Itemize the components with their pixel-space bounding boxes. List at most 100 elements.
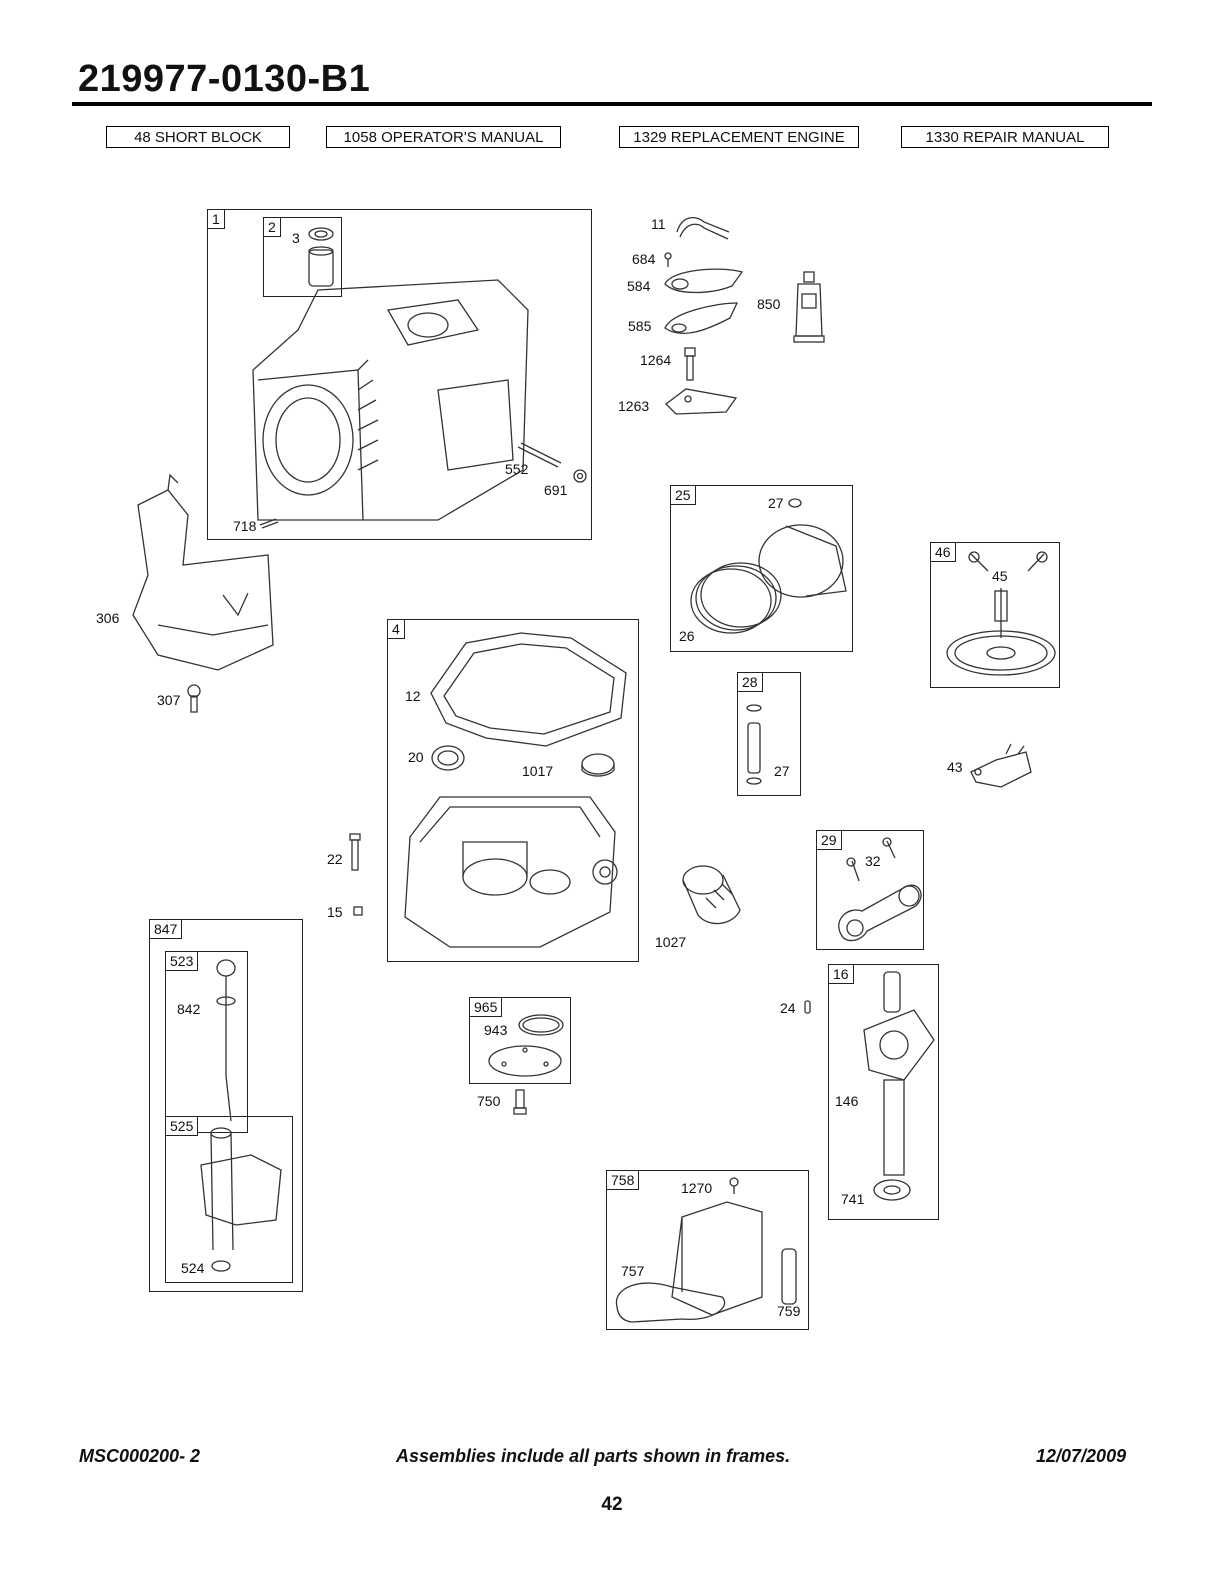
frame-tag: 525: [165, 1116, 199, 1136]
frame-dipstick-tube: 525 524: [165, 1116, 293, 1283]
bolt-drawing: [349, 833, 361, 871]
oil-filter-drawing: [682, 865, 741, 925]
frame-dipstick-assembly: 847 523 842 525 524: [149, 919, 303, 1292]
sleeve-drawing: [308, 227, 334, 287]
frame-tag: 847: [149, 919, 183, 939]
frame-connecting-rod: 29 32: [816, 830, 924, 950]
housing-drawing: [615, 1201, 797, 1323]
breather-cover-drawing: [664, 268, 744, 294]
cover-plate-drawing: [488, 1045, 562, 1077]
part-label: 684: [632, 251, 656, 267]
part-label: 146: [835, 1093, 859, 1109]
part-label: 718: [233, 518, 257, 534]
frame-tag: 758: [606, 1170, 640, 1190]
sealant-tube-drawing: [793, 271, 825, 343]
part-label: 691: [544, 482, 568, 498]
part-label: 20: [408, 749, 424, 765]
fitting-drawing: [513, 1089, 527, 1115]
footer-date: 12/07/2009: [1036, 1446, 1127, 1466]
frame-gasket-cover: 965 943: [469, 997, 571, 1084]
washer-drawing: [573, 469, 587, 483]
part-label: 759: [777, 1303, 801, 1319]
page-number: 42: [601, 1494, 623, 1515]
title-rule: [72, 102, 1152, 106]
footer-doc-id: MSC000200- 2: [79, 1446, 201, 1466]
part-label: 757: [621, 1263, 645, 1279]
plug-drawing: [581, 753, 615, 777]
part-label: 750: [477, 1093, 501, 1109]
frame-tag: 46: [930, 542, 956, 562]
frame-governor-assembly: 46 45: [930, 542, 1060, 688]
frame-tag: 4: [387, 619, 405, 639]
part-label: 741: [841, 1191, 865, 1207]
bolt-drawing: [684, 347, 696, 381]
cylinder-block-drawing: [252, 279, 529, 521]
frame-crankshaft: 16 146 741: [828, 964, 939, 1220]
ref-repair-manual: 1330 REPAIR MANUAL: [901, 126, 1109, 148]
part-label: 11: [651, 216, 666, 232]
screw-drawing: [664, 252, 672, 267]
screw-drawing: [187, 684, 201, 713]
part-label: 552: [505, 461, 529, 477]
part-label: 43: [947, 759, 963, 775]
part-label: 842: [177, 1001, 201, 1017]
screw-drawing: [729, 1177, 739, 1194]
page-title: 219977-0130-B1: [78, 58, 371, 100]
part-label: 1027: [655, 934, 687, 950]
dowel-drawing: [259, 518, 279, 529]
crank-gear-drawing: [873, 1179, 911, 1201]
part-label: 524: [181, 1260, 205, 1276]
key-drawing: [804, 1000, 811, 1014]
frame-tag: 965: [469, 997, 503, 1017]
governor-crank-drawing: [968, 551, 1048, 572]
frame-pin-assembly: 28 27: [737, 672, 801, 796]
frame-tag: 16: [828, 964, 854, 984]
o-ring-drawing: [211, 1260, 231, 1272]
frame-tag: 29: [816, 830, 842, 850]
part-label: 15: [327, 904, 343, 920]
sump-housing-drawing: [404, 796, 618, 948]
frame-sump-assembly: 4 12 20 1017: [387, 619, 639, 962]
part-label: 943: [484, 1022, 508, 1038]
frame-tag: 25: [670, 485, 696, 505]
part-label: 1017: [522, 763, 554, 779]
connecting-rod-drawing: [838, 837, 922, 942]
dipstick-tube-drawing: [200, 1127, 282, 1251]
part-label: 850: [757, 296, 781, 312]
seal-ring-drawing: [518, 1014, 564, 1036]
crankshaft-drawing: [863, 971, 935, 1176]
part-label: 3: [292, 230, 300, 246]
ref-short-block: 48 SHORT BLOCK: [106, 126, 290, 148]
frame-piston-assembly: 25 27 26: [670, 485, 853, 652]
retainer-ring-drawing: [788, 498, 802, 508]
part-label: 27: [774, 763, 790, 779]
breather-gasket-drawing: [664, 302, 739, 335]
fastener-drawing: [353, 906, 363, 916]
frame-sleeve: 2 3: [263, 217, 342, 297]
part-label: 307: [157, 692, 181, 708]
plate-drawing: [665, 388, 738, 415]
piston-pin-drawing: [746, 704, 762, 785]
piston-rings-drawing: [690, 524, 847, 634]
part-label: 1270: [681, 1180, 713, 1196]
frame-dipstick: 523 842: [165, 951, 248, 1133]
part-label: 26: [679, 628, 695, 644]
part-label: 585: [628, 318, 652, 334]
part-label: 12: [405, 688, 421, 704]
control-bracket-drawing: [970, 743, 1032, 788]
oil-seal-drawing: [431, 745, 465, 771]
frame-tag: 2: [263, 217, 281, 237]
part-label: 32: [865, 853, 881, 869]
part-label: 27: [768, 495, 784, 511]
footer-note: Assemblies include all parts shown in fr…: [396, 1446, 791, 1466]
pin-drawing: [517, 442, 562, 468]
frame-cylinder-assembly: 1 2 3 552 691 718: [207, 209, 592, 540]
part-label: 306: [96, 610, 120, 626]
ref-replacement-engine: 1329 REPLACEMENT ENGINE: [619, 126, 859, 148]
part-label: 22: [327, 851, 343, 867]
frame-tag: 28: [737, 672, 763, 692]
ref-operators-manual: 1058 OPERATOR'S MANUAL: [326, 126, 561, 148]
part-label: 45: [992, 568, 1008, 584]
part-label: 1263: [618, 398, 650, 414]
part-label: 584: [627, 278, 651, 294]
